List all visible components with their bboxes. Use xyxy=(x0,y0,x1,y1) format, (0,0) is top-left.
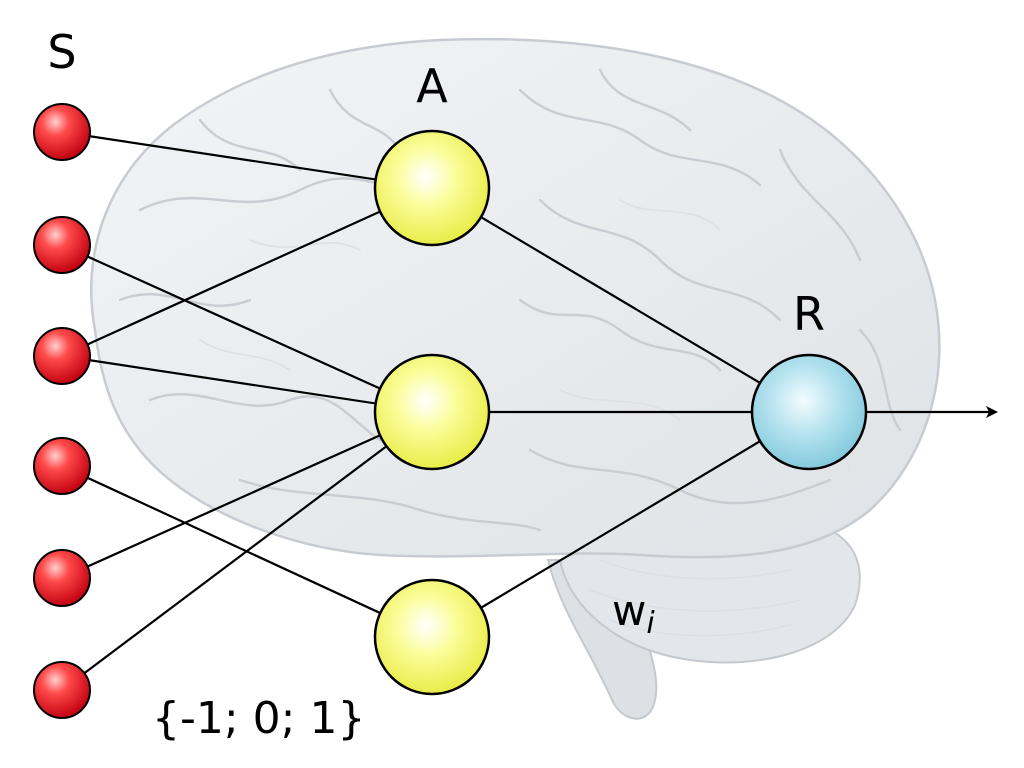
connection-S6-A2 xyxy=(61,411,433,691)
association-layer xyxy=(373,129,491,696)
connection-S3-A2 xyxy=(61,354,433,414)
sensor-node xyxy=(33,103,91,161)
sensor-node xyxy=(33,661,91,719)
connection-A1-R xyxy=(431,187,810,413)
weight-symbol: w xyxy=(612,586,646,635)
connection-S5-A2 xyxy=(61,410,433,580)
association-node xyxy=(373,353,491,471)
connection-S2-A2 xyxy=(61,243,433,414)
sensor-node xyxy=(33,437,91,495)
weight-index: i xyxy=(646,606,655,641)
association-layer-label: A xyxy=(416,59,448,113)
sensory-layer-label: S xyxy=(47,25,76,79)
response-node xyxy=(750,353,868,471)
response-layer-label: R xyxy=(793,287,825,341)
sensor-values-label: {-1; 0; 1} xyxy=(152,693,365,744)
connection-S3-A1 xyxy=(61,186,433,358)
sensor-node xyxy=(33,327,91,385)
sensor-layer xyxy=(33,103,91,719)
weight-label: wi xyxy=(612,586,655,641)
sensor-node xyxy=(33,216,91,274)
association-node xyxy=(373,578,491,696)
connection-S1-A1 xyxy=(61,130,433,190)
association-node xyxy=(373,129,491,247)
connections xyxy=(61,130,810,691)
connection-A3-R xyxy=(431,411,810,638)
sensor-node xyxy=(33,549,91,607)
